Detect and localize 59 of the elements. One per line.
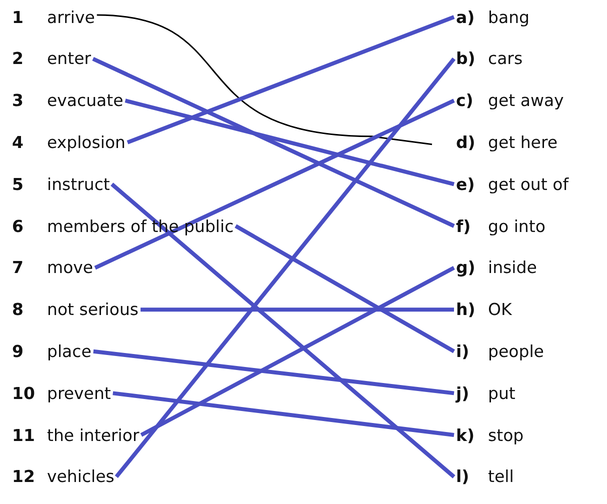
word-text: arrive	[47, 8, 95, 26]
item-number: 3	[12, 91, 24, 110]
matching-line	[94, 98, 455, 270]
item-letter: b)	[456, 49, 476, 68]
word-text: move	[47, 258, 94, 278]
word-text: people	[488, 342, 544, 361]
word-text: stop	[488, 426, 524, 444]
matching-line	[114, 58, 456, 478]
word-text: the interior	[47, 426, 140, 444]
matching-line	[112, 391, 454, 437]
word-text: get here	[488, 132, 558, 152]
item-number: 12	[12, 467, 36, 486]
word-text: get away	[488, 91, 564, 110]
item-letter: a)	[456, 8, 476, 26]
matching-line	[92, 56, 455, 228]
item-number: 10	[12, 384, 36, 403]
matching-line	[93, 349, 454, 396]
item-number: 8	[12, 300, 24, 320]
item-number: 5	[12, 174, 24, 194]
matching-line	[126, 15, 455, 144]
item-number: 11	[12, 426, 36, 444]
item-letter: i)	[456, 342, 470, 361]
item-number: 1	[12, 8, 24, 26]
word-text: bang	[488, 8, 530, 26]
item-letter: j)	[456, 384, 470, 403]
item-number: 2	[12, 49, 24, 68]
item-letter: d)	[456, 132, 476, 152]
matching-line	[140, 308, 454, 312]
word-text: explosion	[47, 132, 126, 152]
matching-line	[96, 14, 432, 146]
item-letter: h)	[456, 300, 476, 320]
word-text: inside	[488, 258, 537, 278]
word-text: prevent	[47, 384, 111, 403]
item-letter: l)	[456, 467, 470, 486]
word-text: instruct	[47, 174, 110, 194]
word-text: go into	[488, 216, 546, 236]
matching-line	[140, 266, 455, 437]
matching-line	[110, 182, 456, 478]
word-text: OK	[488, 300, 512, 320]
word-text: tell	[488, 467, 514, 486]
word-text: cars	[488, 49, 523, 68]
word-text: put	[488, 384, 516, 403]
item-letter: e)	[456, 174, 476, 194]
word-text: not serious	[47, 300, 139, 320]
item-number: 4	[12, 132, 24, 152]
word-text: get out of	[488, 174, 569, 194]
word-text: evacuate	[47, 91, 124, 110]
item-number: 6	[12, 216, 24, 236]
item-letter: c)	[456, 91, 474, 110]
item-letter: f)	[456, 216, 472, 236]
word-text: enter	[47, 49, 92, 68]
matching-line	[124, 98, 454, 186]
item-letter: k)	[456, 426, 476, 444]
matching-line	[234, 224, 455, 354]
item-number: 9	[12, 342, 24, 361]
word-text: place	[47, 342, 92, 361]
word-text: vehicles	[47, 467, 114, 486]
item-number: 7	[12, 258, 24, 278]
item-letter: g)	[456, 258, 476, 278]
